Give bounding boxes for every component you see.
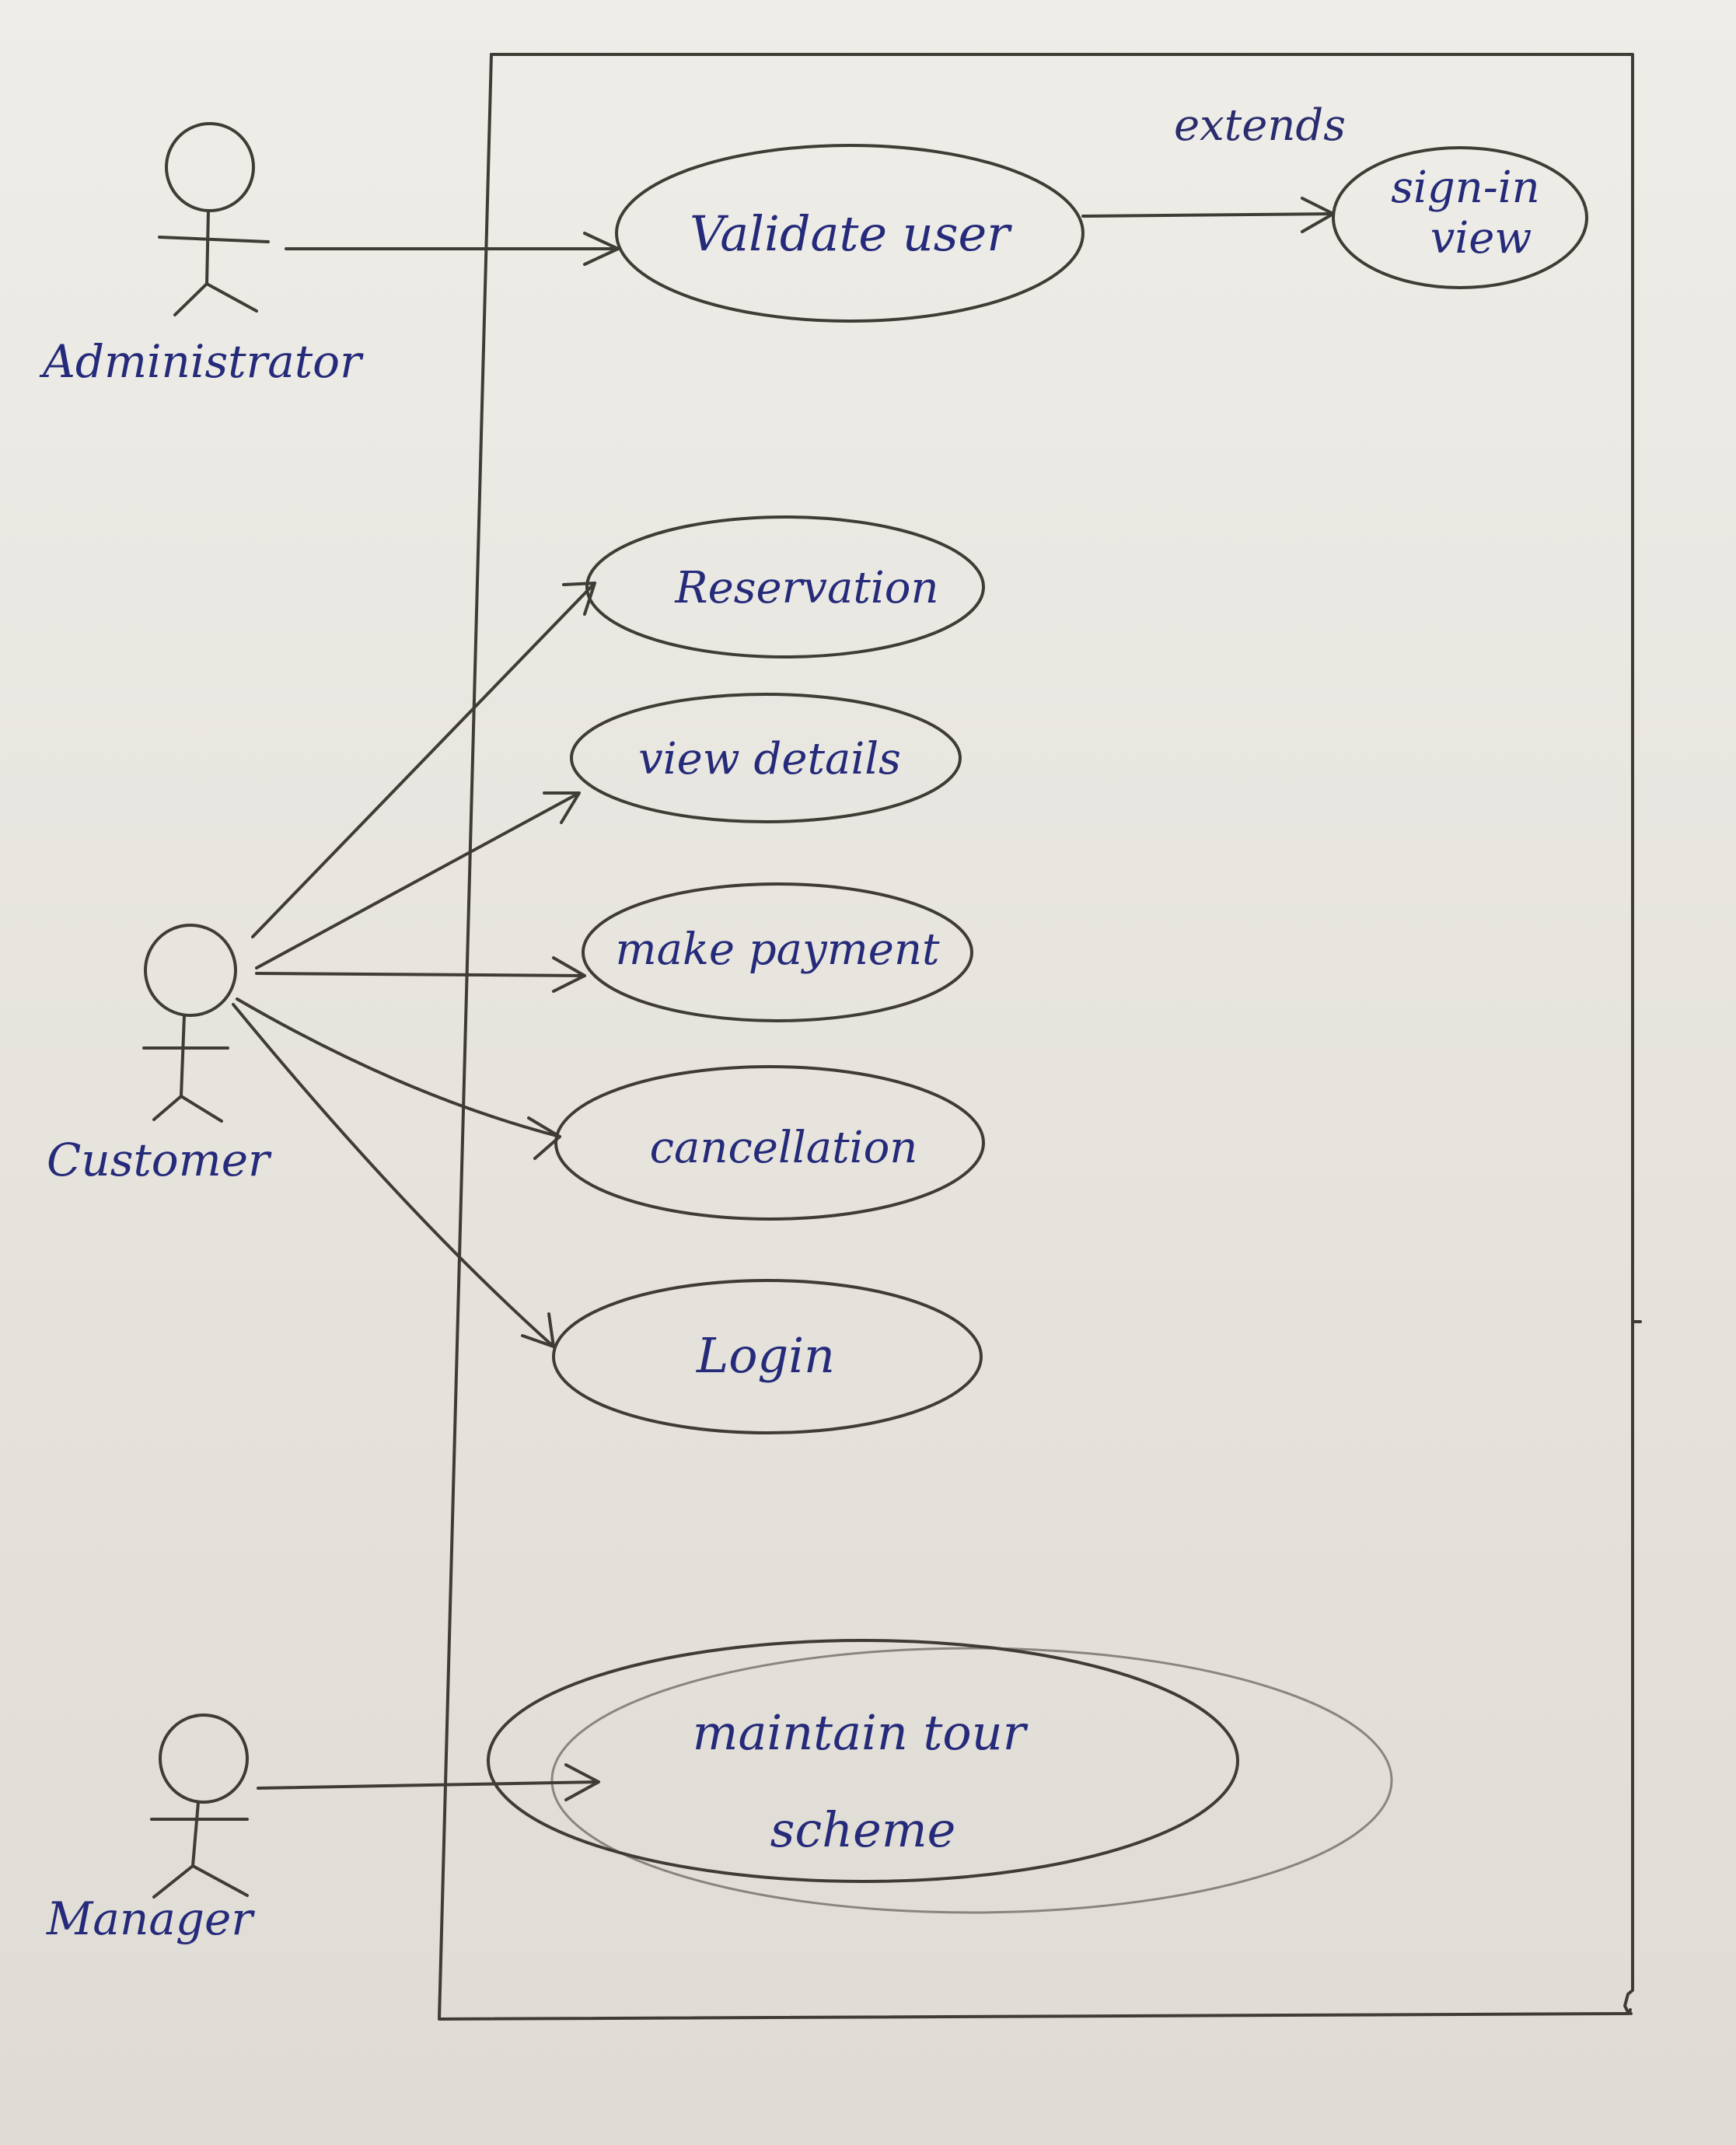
use-case-maintain-tour-scheme: maintain tour scheme xyxy=(487,1639,1393,1914)
system-boundary xyxy=(438,53,1642,2021)
use-case-view-details: view details xyxy=(570,693,962,823)
maintain-tour-scheme-label-line1: maintain tour xyxy=(693,1704,1029,1761)
customer-actor: Customer xyxy=(47,924,272,1186)
association-manager-maintain xyxy=(257,1763,600,1801)
sign-in-view-label-line2: view xyxy=(1430,213,1532,264)
administrator-label: Administrator xyxy=(39,335,364,388)
use-case-login: Login xyxy=(552,1279,983,1434)
use-case-make-payment: make payment xyxy=(582,882,973,1022)
maintain-tour-scheme-label-line2: scheme xyxy=(770,1801,956,1858)
use-case-sign-in-view: sign-in view xyxy=(1332,146,1588,289)
association-customer-make-payment xyxy=(255,956,586,993)
use-case-reservation: Reservation xyxy=(585,515,985,659)
extends-label: extends xyxy=(1174,100,1346,151)
association-admin-validate xyxy=(285,232,620,266)
login-label: Login xyxy=(696,1327,835,1384)
cancellation-label: cancellation xyxy=(650,1123,918,1173)
sign-in-view-label-line1: sign-in xyxy=(1391,162,1539,213)
manager-label: Manager xyxy=(46,1892,255,1945)
administrator-actor: Administrator xyxy=(39,122,364,388)
association-customer-reservation xyxy=(251,582,596,938)
association-customer-login xyxy=(232,1003,555,1348)
administrator-head xyxy=(165,122,255,212)
extends-relationship: extends xyxy=(1081,100,1346,233)
customer-label: Customer xyxy=(47,1134,272,1186)
manager-actor: Manager xyxy=(46,1714,255,1945)
reservation-label: Reservation xyxy=(674,563,938,613)
use-case-cancellation: cancellation xyxy=(554,1065,985,1221)
association-customer-cancellation xyxy=(236,997,561,1160)
validate-user-label: Validate user xyxy=(690,205,1012,262)
customer-head xyxy=(144,924,237,1017)
manager-head xyxy=(159,1714,249,1804)
view-details-label: view details xyxy=(638,734,901,784)
association-customer-view-details xyxy=(255,791,581,969)
use-case-validate-user: Validate user xyxy=(615,144,1085,323)
make-payment-label: make payment xyxy=(615,924,940,975)
